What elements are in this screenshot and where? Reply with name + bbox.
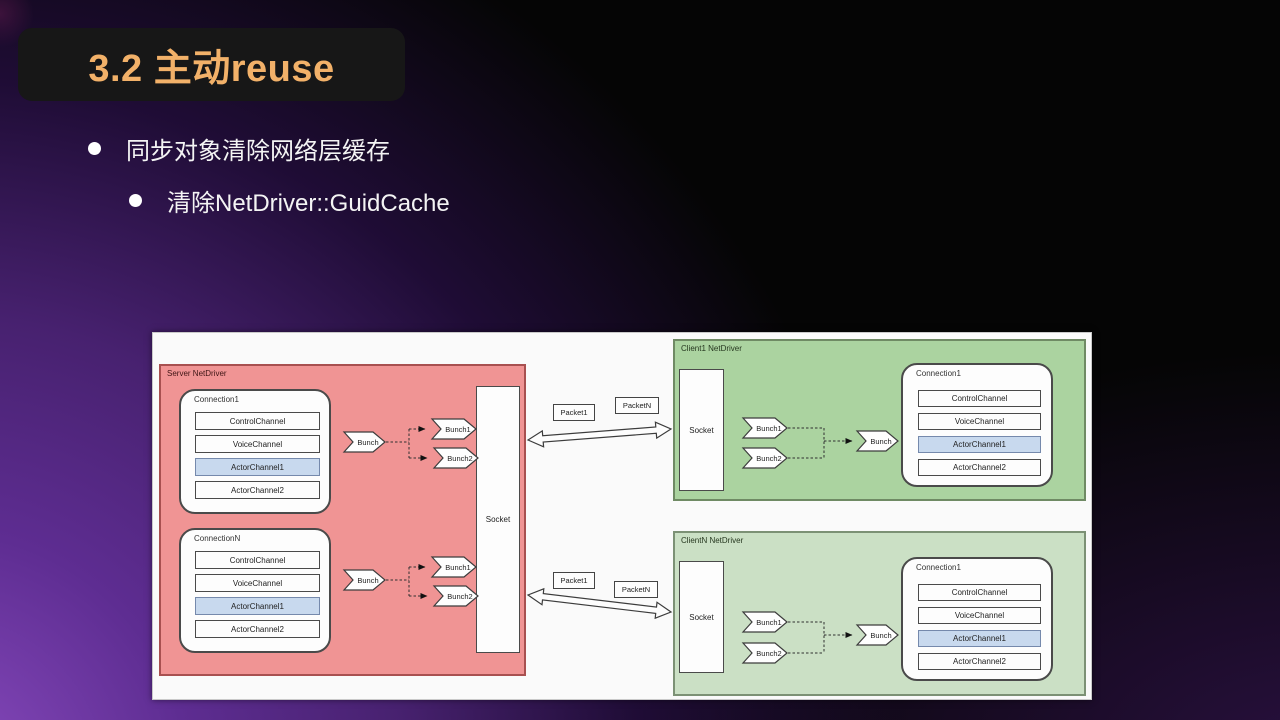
connection-label: Connection1 bbox=[916, 563, 961, 572]
control-channel-box: ControlChannel bbox=[918, 390, 1041, 407]
packet1-box: Packet1 bbox=[553, 572, 595, 589]
actor-channel1-box: ActorChannel1 bbox=[918, 436, 1041, 453]
bunch-arrow: Bunch bbox=[342, 569, 386, 591]
client1-connection-box: Connection1 ControlChannel VoiceChannel … bbox=[901, 363, 1053, 487]
bunch2-arrow: Bunch2 bbox=[741, 447, 788, 469]
packetn-box: PacketN bbox=[614, 581, 658, 598]
actor-channel1-box: ActorChannel1 bbox=[195, 458, 320, 476]
svg-text:Bunch: Bunch bbox=[870, 437, 891, 446]
bullet-text: 同步对象清除网络层缓存 bbox=[126, 138, 390, 165]
server-connectionN-box: ConnectionN ControlChannel VoiceChannel … bbox=[179, 528, 331, 653]
diagram-panel: Server NetDriver Connection1 ControlChan… bbox=[152, 332, 1092, 700]
svg-text:Bunch1: Bunch1 bbox=[756, 424, 781, 433]
actor-channel2-box: ActorChannel2 bbox=[918, 459, 1041, 476]
client1-netdriver-label: Client1 NetDriver bbox=[681, 344, 742, 353]
slide-title: 3.2 主动reuse bbox=[88, 48, 335, 90]
actor-channel1-box: ActorChannel1 bbox=[195, 597, 320, 615]
packetn-box: PacketN bbox=[615, 397, 659, 414]
svg-text:Bunch1: Bunch1 bbox=[756, 618, 781, 627]
actor-channel2-box: ActorChannel2 bbox=[195, 620, 320, 638]
bullet-dot bbox=[88, 142, 101, 155]
control-channel-box: ControlChannel bbox=[195, 551, 320, 569]
svg-text:Bunch: Bunch bbox=[870, 631, 891, 640]
bunch1-arrow: Bunch1 bbox=[741, 611, 788, 633]
voice-channel-box: VoiceChannel bbox=[918, 413, 1041, 430]
svg-text:Bunch2: Bunch2 bbox=[756, 454, 781, 463]
bullet-dot bbox=[129, 194, 142, 207]
bullet-item-1: 同步对象清除网络层缓存 bbox=[88, 131, 390, 166]
svg-text:Bunch2: Bunch2 bbox=[447, 592, 472, 601]
bunch-arrow: Bunch bbox=[855, 430, 899, 452]
title-box: 3.2 主动reuse bbox=[18, 28, 405, 101]
actor-channel1-box: ActorChannel1 bbox=[918, 630, 1041, 647]
svg-text:Bunch1: Bunch1 bbox=[445, 563, 470, 572]
bullet-item-2: 清除NetDriver::GuidCache bbox=[129, 183, 450, 218]
bullet-text: 清除NetDriver::GuidCache bbox=[167, 190, 450, 217]
svg-text:Bunch2: Bunch2 bbox=[756, 649, 781, 658]
connection-label: Connection1 bbox=[916, 369, 961, 378]
bunch-arrow: Bunch bbox=[342, 431, 386, 453]
control-channel-box: ControlChannel bbox=[195, 412, 320, 430]
bunch1-arrow: Bunch1 bbox=[430, 418, 477, 440]
server-connection1-box: Connection1 ControlChannel VoiceChannel … bbox=[179, 389, 331, 514]
bunch-arrow: Bunch bbox=[855, 624, 899, 646]
clientn-netdriver-label: ClientN NetDriver bbox=[681, 536, 744, 545]
bunch2-arrow: Bunch2 bbox=[432, 447, 479, 469]
bunch1-arrow: Bunch1 bbox=[430, 556, 477, 578]
voice-channel-box: VoiceChannel bbox=[195, 574, 320, 592]
client1-socket-box: Socket bbox=[679, 369, 724, 491]
clientn-socket-box: Socket bbox=[679, 561, 724, 673]
packet-flow-arrow-top bbox=[526, 421, 673, 448]
server-socket-box: Socket bbox=[476, 386, 520, 653]
packet1-box: Packet1 bbox=[553, 404, 595, 421]
svg-text:Bunch2: Bunch2 bbox=[447, 454, 472, 463]
svg-text:Bunch: Bunch bbox=[357, 438, 378, 447]
actor-channel2-box: ActorChannel2 bbox=[918, 653, 1041, 670]
clientn-connection-box: Connection1 ControlChannel VoiceChannel … bbox=[901, 557, 1053, 681]
svg-text:Bunch: Bunch bbox=[357, 576, 378, 585]
control-channel-box: ControlChannel bbox=[918, 584, 1041, 601]
connection-label: Connection1 bbox=[194, 395, 239, 404]
voice-channel-box: VoiceChannel bbox=[195, 435, 320, 453]
actor-channel2-box: ActorChannel2 bbox=[195, 481, 320, 499]
server-netdriver-label: Server NetDriver bbox=[167, 369, 227, 378]
bunch1-arrow: Bunch1 bbox=[741, 417, 788, 439]
svg-text:Bunch1: Bunch1 bbox=[445, 425, 470, 434]
voice-channel-box: VoiceChannel bbox=[918, 607, 1041, 624]
bunch2-arrow: Bunch2 bbox=[432, 585, 479, 607]
bunch2-arrow: Bunch2 bbox=[741, 642, 788, 664]
connection-label: ConnectionN bbox=[194, 534, 241, 543]
